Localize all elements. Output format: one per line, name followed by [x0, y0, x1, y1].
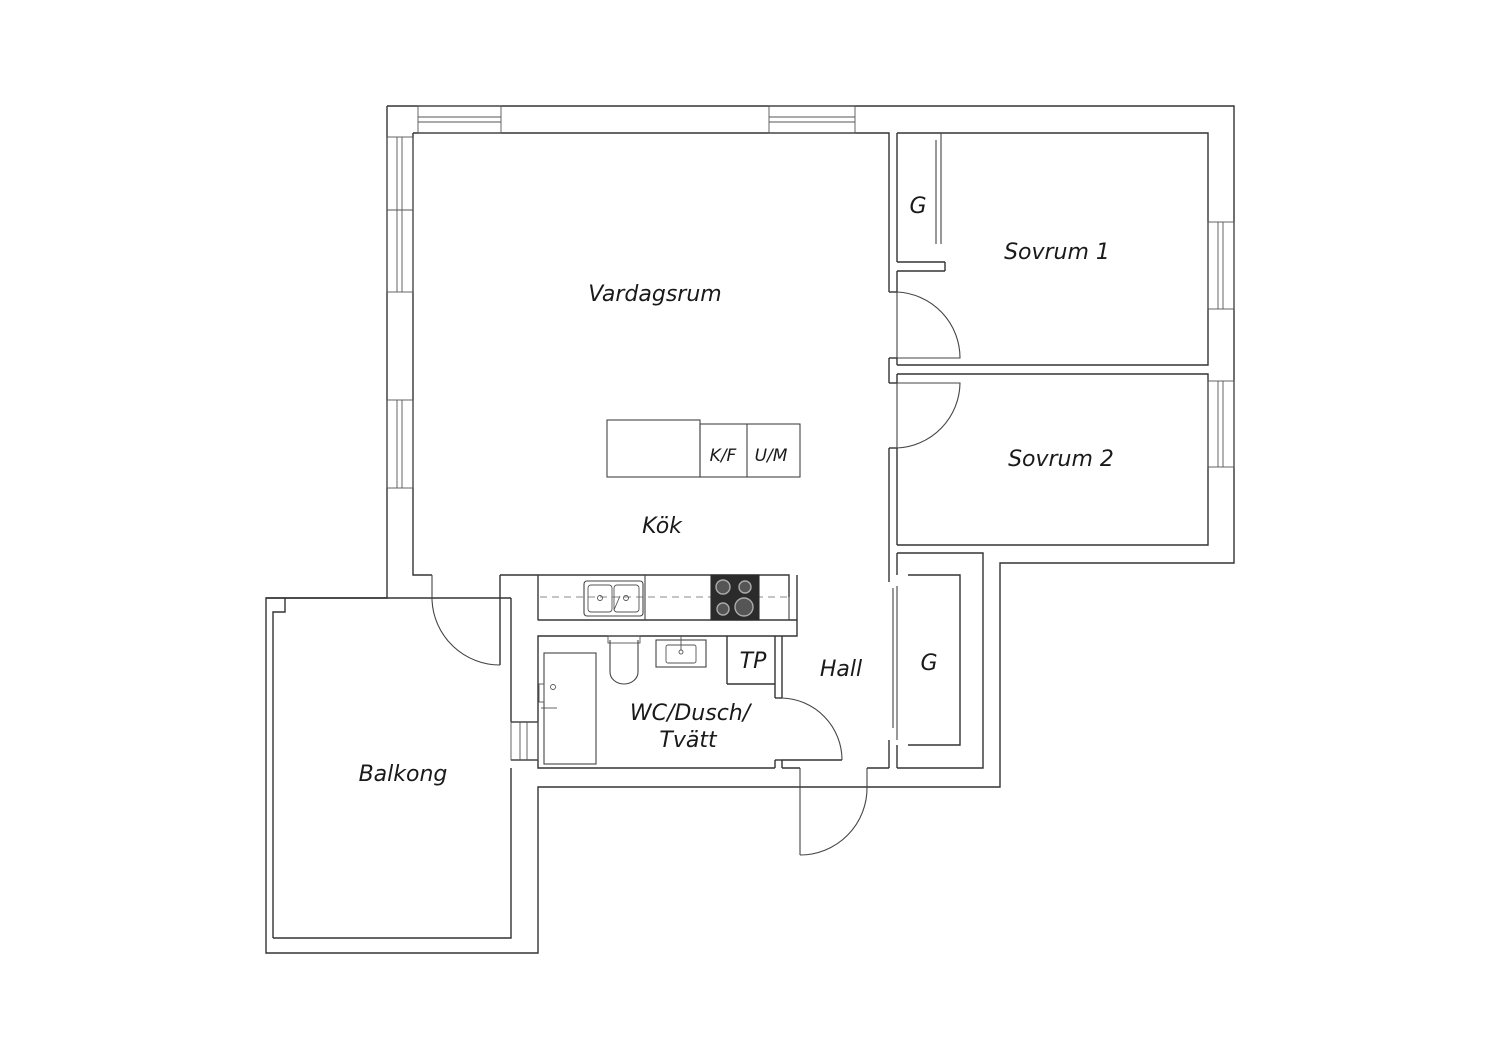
fixtures	[537, 419, 801, 765]
fixture-label-kf: K/F	[710, 446, 737, 466]
room-label-garderob-upper: G	[909, 194, 926, 219]
room-label-garderob-lower: G	[920, 651, 937, 676]
room-label-sovrum-2: Sovrum 2	[1008, 447, 1114, 472]
room-label-wc-line-1: WC/Dusch/	[630, 701, 753, 726]
fixture-label-um: U/M	[755, 446, 788, 466]
room-label-vardagsrum: Vardagsrum	[588, 282, 721, 307]
room-label-kok: Kök	[642, 514, 683, 539]
outer-walls	[265, 105, 1235, 954]
windows	[386, 105, 1235, 761]
fixture-label-tp: TP	[740, 649, 767, 674]
room-label-balkong: Balkong	[359, 762, 448, 787]
doors	[431, 133, 961, 856]
room-label-hall: Hall	[820, 657, 862, 682]
room-label-wc-line-2: Tvätt	[659, 728, 718, 753]
room-label-sovrum-1: Sovrum 1	[1004, 240, 1110, 265]
